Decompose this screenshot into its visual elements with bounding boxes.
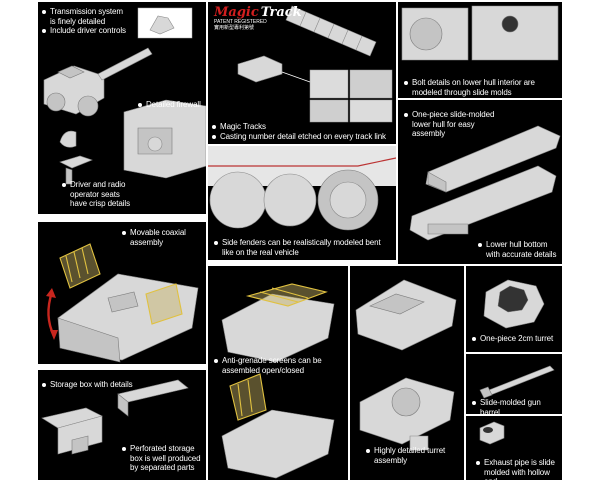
turret-2cm-caption: One-piece 2cm turret <box>472 334 553 344</box>
tracks-caption: Magic Tracks Casting number detail etche… <box>212 122 386 141</box>
seats-text: Driver and radio operator seats have cri… <box>70 180 131 208</box>
panel-turret-assembly: Highly detailed turret assembly <box>350 266 464 480</box>
fenders-text: Side fenders can be realistically modele… <box>222 238 381 257</box>
anti-grenade-caption: Anti-grenade screens can be assembled op… <box>214 356 322 375</box>
panel-transmission: Transmission system is finely detailed I… <box>38 2 206 214</box>
lower-hull-top-text: One-piece slide-molded lower hull for ea… <box>412 110 495 138</box>
anti-grenade-text: Anti-grenade screens can be assembled op… <box>222 356 322 375</box>
panel-2cm-turret: One-piece 2cm turret <box>466 266 562 352</box>
lower-hull-bottom-text: Lower hull bottom with accurate details <box>486 240 557 259</box>
panel-storage-box: Storage box with details Perforated stor… <box>38 370 206 480</box>
anti-grenade-illustration <box>221 283 335 479</box>
storage-top-text: Storage box with details <box>50 380 133 389</box>
fenders-illustration <box>208 146 396 231</box>
turret-2cm-illustration <box>483 279 545 329</box>
bolt-details-illustration <box>401 5 559 61</box>
panel-bolt-details: Bolt details on lower hull interior are … <box>398 2 562 98</box>
panel-coaxial: Movable coaxial assembly <box>38 222 206 364</box>
gun-barrel-illustration <box>479 365 555 399</box>
panel-gun-barrel: Slide-molded gun barrel <box>466 354 562 414</box>
turret-assembly-caption: Highly detailed turret assembly <box>366 446 445 465</box>
turret-assembly-text: Highly detailed turret assembly <box>374 446 446 465</box>
panel-exhaust-pipe: Exhaust pipe is slide molded with hollow… <box>466 416 562 480</box>
turret-2cm-text: One-piece 2cm turret <box>480 334 554 343</box>
bolt-caption: Bolt details on lower hull interior are … <box>404 78 535 97</box>
coaxial-text: Movable coaxial assembly <box>130 228 186 247</box>
magic-tracks-text: Magic Tracks <box>220 122 266 131</box>
logo-word-magic: Magic <box>214 5 259 20</box>
exhaust-pipe-illustration <box>479 421 505 445</box>
firewall-caption: Detailed firewall <box>138 100 201 110</box>
storage-top-caption: Storage box with details <box>42 380 133 390</box>
lower-hull-top-caption: One-piece slide-molded lower hull for ea… <box>404 110 494 139</box>
panel-anti-grenade: Anti-grenade screens can be assembled op… <box>208 266 348 480</box>
coaxial-illustration <box>46 243 199 363</box>
exhaust-pipe-text: Exhaust pipe is slide molded with hollow… <box>484 458 555 480</box>
panel-lower-hull: One-piece slide-molded lower hull for ea… <box>398 100 562 264</box>
coaxial-caption: Movable coaxial assembly <box>122 228 186 247</box>
gun-barrel-caption: Slide-molded gun barrel <box>472 398 562 414</box>
firewall-text: Detailed firewall <box>146 100 201 109</box>
logo-patent-cn-text: 實用新型專利第號 <box>214 25 255 31</box>
driver-controls-text: Include driver controls <box>50 26 126 35</box>
logo-word-track: Track <box>260 5 302 20</box>
tracks-illustration <box>237 5 393 123</box>
storage-bottom-text: Perforated storage box is well produced … <box>130 444 201 472</box>
storage-box-illustration <box>41 379 189 455</box>
gun-barrel-text: Slide-molded gun barrel <box>480 398 541 414</box>
casting-number-text: Casting number detail etched on every tr… <box>220 131 386 141</box>
lower-hull-bottom-caption: Lower hull bottom with accurate details <box>478 240 556 259</box>
transmission-text: Transmission system is finely detailed <box>50 7 123 26</box>
fenders-caption: Side fenders can be realistically modele… <box>214 238 381 257</box>
lower-hull-illustration <box>409 125 561 241</box>
panel-side-fenders: Side fenders can be realistically modele… <box>208 146 396 260</box>
bolt-text: Bolt details on lower hull interior are … <box>412 78 535 97</box>
storage-bottom-caption: Perforated storage box is well produced … <box>122 444 201 473</box>
logo-patent-text: PATENT REGISTERED <box>214 19 267 25</box>
transmission-illustration <box>43 7 206 185</box>
turret-assembly-illustration <box>355 279 457 451</box>
seats-caption: Driver and radio operator seats have cri… <box>62 180 130 209</box>
exhaust-pipe-caption: Exhaust pipe is slide molded with hollow… <box>476 458 562 480</box>
transmission-caption: Transmission system is finely detailed I… <box>42 7 126 36</box>
